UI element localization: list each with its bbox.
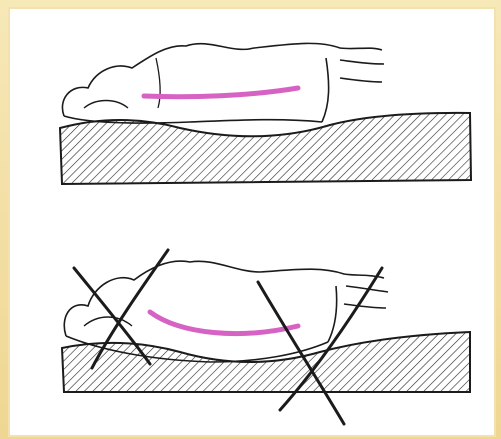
posture-illustration — [0, 0, 501, 439]
illustration-frame — [0, 0, 501, 439]
